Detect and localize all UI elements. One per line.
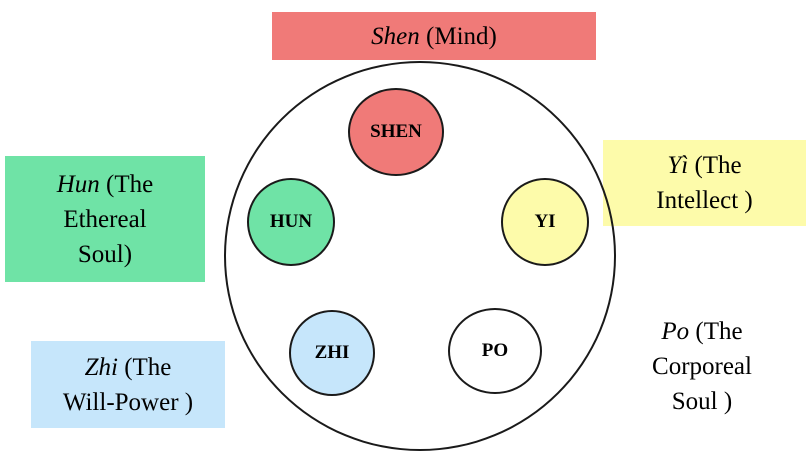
label-yi: Yì (The Intellect ) xyxy=(603,140,806,226)
label-yi-name: Yì xyxy=(667,152,689,179)
label-po-line1-rest: (The xyxy=(695,317,743,345)
label-yi-line1-rest: (The xyxy=(694,152,742,179)
circle-hun-label: HUN xyxy=(269,211,313,232)
circle-po-label: PO xyxy=(481,340,509,361)
circle-zhi-label: ZHI xyxy=(314,342,350,363)
label-shen-name: Shen xyxy=(371,22,420,50)
label-zhi-line2: Will-Power ) xyxy=(62,388,194,416)
label-shen: Shen (Mind) xyxy=(272,12,596,60)
circle-yi: YI xyxy=(501,178,589,266)
label-hun: Hun (The Ethereal Soul) xyxy=(5,156,205,282)
label-zhi-line1: Zhi (The xyxy=(63,350,193,385)
label-hun-line1: Hun (The xyxy=(57,167,154,202)
label-po-line2: Corporeal xyxy=(652,352,752,380)
circle-zhi: ZHI xyxy=(289,310,375,396)
label-po-line1: Po (The xyxy=(652,314,752,349)
label-hun-line3: Soul) xyxy=(77,240,133,268)
circle-po: PO xyxy=(448,308,542,394)
label-shen-text: Shen (Mind) xyxy=(371,19,497,54)
label-hun-line2: Ethereal xyxy=(63,205,147,233)
label-po: Po (The Corporeal Soul ) xyxy=(615,305,789,427)
label-zhi-text: Zhi (The Will-Power ) xyxy=(63,350,193,420)
label-yi-text: Yì (The Intellect ) xyxy=(656,148,752,218)
label-hun-text: Hun (The Ethereal Soul) xyxy=(57,167,154,272)
label-shen-meaning: (Mind) xyxy=(426,22,497,50)
outer-circle xyxy=(224,61,616,451)
circle-shen: SHEN xyxy=(348,88,444,176)
circle-shen-label: SHEN xyxy=(370,121,422,142)
label-zhi-name: Zhi xyxy=(84,353,118,381)
label-yi-line2: Intellect ) xyxy=(656,187,753,214)
label-zhi: Zhi (The Will-Power ) xyxy=(31,341,225,428)
label-zhi-line1-rest: (The xyxy=(124,353,172,381)
circle-hun: HUN xyxy=(247,178,335,266)
label-po-line3: Soul ) xyxy=(671,387,733,415)
circle-yi-label: YI xyxy=(534,211,556,232)
label-hun-name: Hun xyxy=(56,170,100,198)
label-hun-line1-rest: (The xyxy=(106,170,154,198)
label-po-text: Po (The Corporeal Soul ) xyxy=(652,314,752,419)
label-yi-line1: Yì (The xyxy=(656,148,752,183)
label-po-name: Po xyxy=(661,317,690,345)
